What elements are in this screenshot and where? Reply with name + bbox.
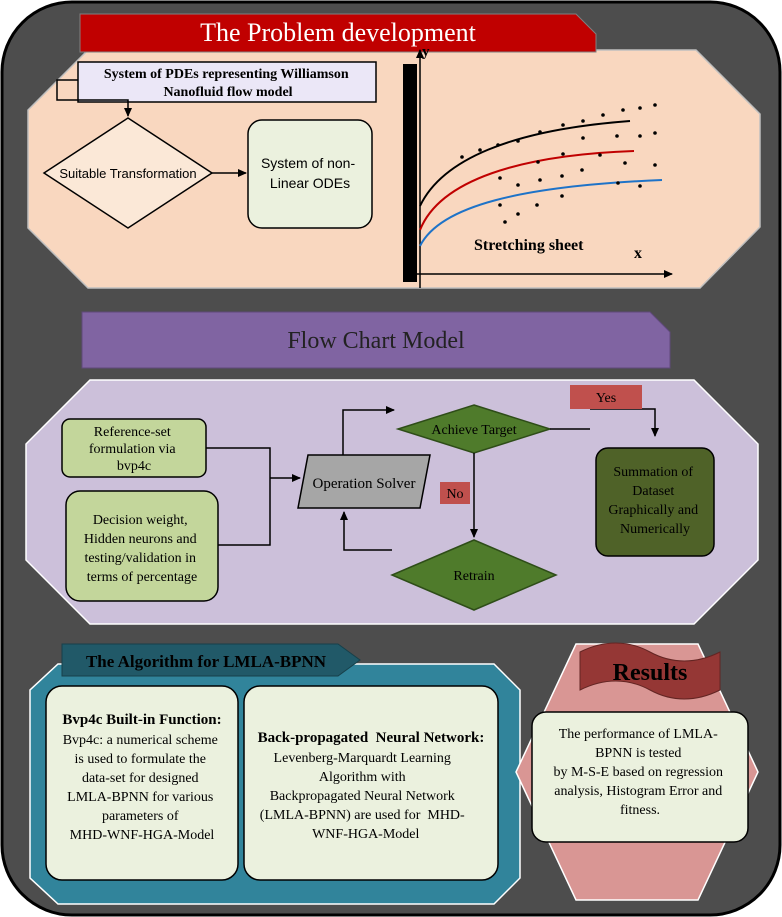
connector-pde-transform bbox=[56, 79, 132, 117]
bvp4c-title: Bvp4c Built-in Function: bbox=[62, 712, 221, 728]
x-axis-label: x bbox=[634, 245, 642, 262]
data-dots bbox=[460, 103, 657, 224]
bpnn-title: Back-propagated Neural Network: bbox=[258, 730, 485, 746]
problem-banner-title: The Problem development bbox=[200, 18, 477, 47]
odes-box bbox=[247, 119, 373, 229]
bpnn-body: Levenberg-Marquardt Learning Algorithm w… bbox=[260, 751, 465, 842]
connector-solver-achieve bbox=[342, 406, 395, 455]
transformation-label: Suitable Transformation bbox=[59, 166, 196, 181]
retrain-label: Retrain bbox=[453, 569, 494, 584]
stretching-sheet-label: Stretching sheet bbox=[474, 237, 584, 254]
curve-black bbox=[419, 120, 631, 207]
no-label-box bbox=[440, 482, 470, 504]
flow-banner bbox=[81, 311, 671, 369]
summation-label: Summation of Dataset Graphically and Num… bbox=[608, 465, 701, 537]
transformation-diamond bbox=[42, 117, 214, 229]
yes-label-box bbox=[570, 385, 642, 409]
no-label: No bbox=[446, 487, 463, 502]
flow-banner-title: Flow Chart Model bbox=[287, 328, 465, 354]
summation-box bbox=[595, 447, 715, 557]
retrain-diamond bbox=[390, 539, 558, 611]
problem-panel bbox=[27, 49, 761, 289]
results-banner-title: Results bbox=[613, 660, 688, 686]
curve-red bbox=[419, 150, 635, 231]
results-body: The performance of LMLA- BPNN is tested … bbox=[553, 727, 726, 818]
connector-retrain-solver bbox=[340, 511, 392, 551]
connector-decision-solver bbox=[218, 478, 271, 546]
decision-box bbox=[65, 490, 219, 602]
connector-reference-solver bbox=[206, 447, 271, 478]
problem-banner bbox=[79, 13, 597, 53]
algorithm-banner-title: The Algorithm for LMLA-BPNN bbox=[86, 652, 327, 671]
stretching-sheet-wall bbox=[403, 64, 417, 282]
curve-blue bbox=[419, 179, 663, 247]
y-axis-label: y bbox=[422, 44, 430, 60]
results-banner bbox=[579, 642, 721, 700]
bvp4c-body: Bvp4c: a numerical scheme is used to for… bbox=[63, 733, 222, 843]
achieve-target-label: Achieve Target bbox=[431, 423, 516, 438]
decision-label: Decision weight, Hidden neurons and test… bbox=[84, 513, 200, 585]
operation-solver bbox=[297, 454, 431, 509]
bpnn-box bbox=[243, 685, 499, 881]
algorithm-banner bbox=[61, 643, 361, 677]
bvp4c-box bbox=[45, 685, 239, 881]
pde-box-text: System of PDEs representing Williamson N… bbox=[104, 67, 352, 100]
pde-box bbox=[77, 61, 377, 103]
odes-label: System of non- Linear ODEs bbox=[261, 155, 359, 191]
results-box bbox=[531, 711, 749, 843]
operation-solver-label: Operation Solver bbox=[313, 476, 416, 492]
yes-label: Yes bbox=[596, 391, 616, 406]
reference-label: Reference-set formulation via bvp4c bbox=[89, 425, 179, 474]
